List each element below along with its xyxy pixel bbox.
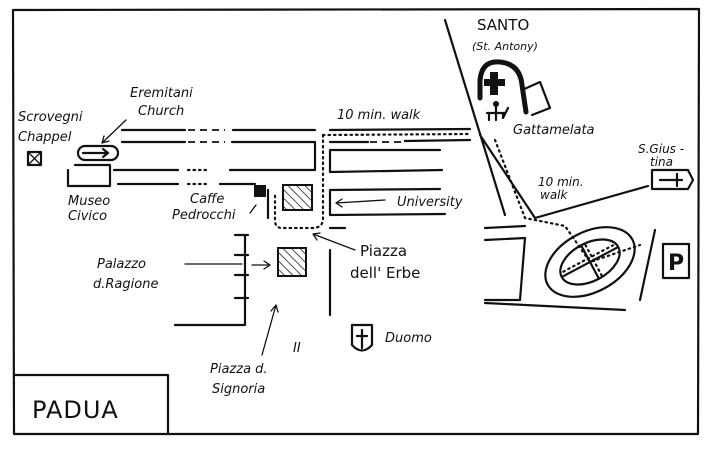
university-label: University <box>397 195 463 210</box>
title-box <box>12 373 170 436</box>
santo-label: SANTO <box>477 16 529 34</box>
walking-routes <box>273 132 642 264</box>
parking-icon: P <box>661 242 691 280</box>
ii-mark: II <box>293 341 301 356</box>
arrow-icon <box>261 304 279 356</box>
eremitani-label-2: Church <box>138 104 184 119</box>
hatched-square-icon <box>282 184 313 211</box>
duomo-label: Duomo <box>385 331 432 346</box>
caffe-label: Caffe <box>190 192 224 207</box>
basilica-icon <box>477 59 552 117</box>
map-border <box>11 7 701 436</box>
oval-square <box>544 226 636 298</box>
hatched-square-icon <box>277 247 307 277</box>
statue-icon <box>485 101 510 122</box>
palazzo-label-2: d.Ragione <box>93 277 158 292</box>
cafe-icon <box>254 185 266 197</box>
erbe-label-2: dell' Erbe <box>350 264 420 282</box>
caffe-label-2: Pedrocchi <box>172 208 236 223</box>
signoria-label-2: Signoria <box>212 382 265 397</box>
museo-label-2: Civico <box>68 209 107 224</box>
arrow-icon <box>335 198 386 208</box>
parking-label: P <box>668 251 684 276</box>
scrovegni-label: Scrovegni <box>18 110 83 125</box>
walk-label-right-2: walk <box>540 188 569 202</box>
santo-label-2: (St. Antony) <box>472 40 538 53</box>
arrow-icon <box>184 260 272 270</box>
church-icon <box>650 168 695 191</box>
signoria-label: Piazza d. <box>210 362 268 377</box>
scrovegni-label-2: Chappel <box>18 130 72 145</box>
giustina-label-2: tina <box>650 155 673 169</box>
arrow-icon <box>312 232 356 251</box>
erbe-label: Piazza <box>360 242 407 260</box>
walk-label-top: 10 min. walk <box>337 108 421 123</box>
eremitani-label: Eremitani <box>130 86 193 101</box>
walk-label-right: 10 min. <box>538 175 584 189</box>
gattamelata-label: Gattamelata <box>513 123 595 138</box>
chapel-icon <box>26 150 43 167</box>
roads <box>112 18 657 327</box>
arrow-icon <box>101 119 127 144</box>
map-title: PADUA <box>32 396 119 424</box>
arrow-icon <box>249 204 257 214</box>
museum-building <box>66 163 112 188</box>
palazzo-label: Palazzo <box>97 257 146 272</box>
church-icon <box>76 144 120 162</box>
church-icon <box>350 323 374 352</box>
giustina-label: S.Gius - <box>638 142 684 156</box>
scrovegni-chapel: Scrovegni Chappel <box>18 110 83 167</box>
museo-label: Museo <box>68 194 110 209</box>
